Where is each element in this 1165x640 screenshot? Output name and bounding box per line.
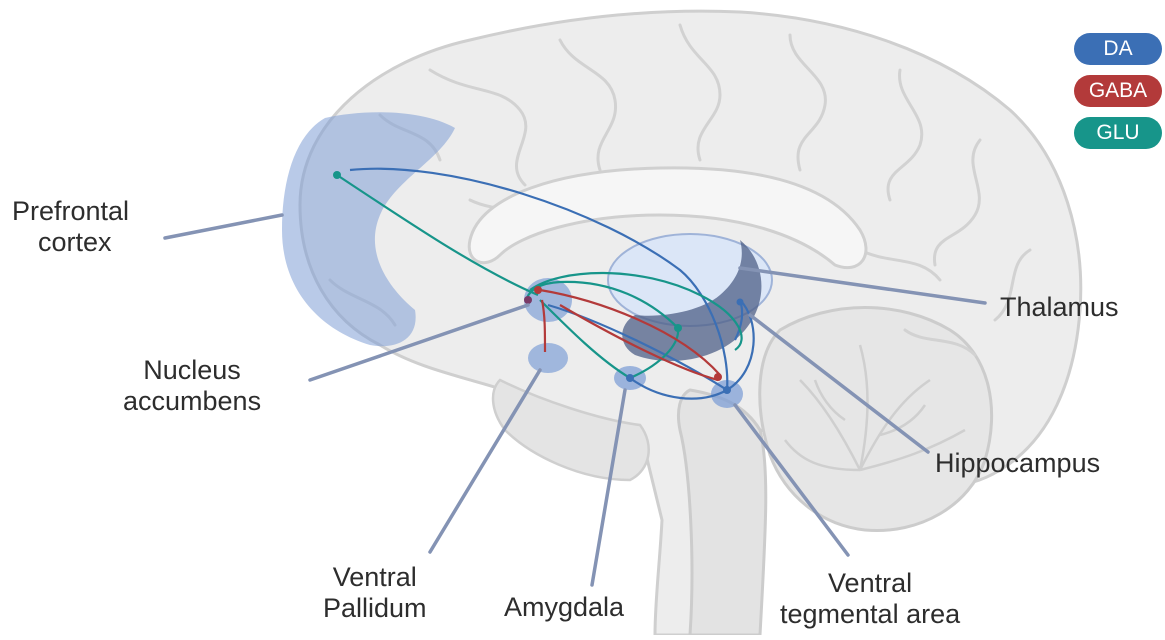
label-hippocampus-line-1: Hippocampus [935, 448, 1100, 479]
label-prefrontal-cortex: Prefrontal cortex [12, 196, 129, 258]
label-vta-line-1: Ventral [780, 568, 960, 599]
leader-prefrontal-cortex [165, 215, 282, 238]
label-amygdala: Amygdala [504, 592, 624, 623]
label-prefrontal-cortex-line-2: cortex [12, 227, 129, 258]
label-nucleus-accumbens-line-2: accumbens [123, 386, 261, 417]
label-ventral-pallidum-line-2: Pallidum [323, 593, 427, 624]
label-nucleus-accumbens-line-1: Nucleus [123, 355, 261, 386]
node-hip [674, 324, 682, 332]
legend-da: DA [1074, 33, 1162, 65]
cerebellum [760, 308, 992, 531]
leader-ventral-pallidum [430, 370, 540, 552]
node-amy [626, 374, 634, 382]
label-thalamus: Thalamus [1000, 292, 1119, 323]
node-vta [714, 373, 722, 381]
label-thalamus-line-1: Thalamus [1000, 292, 1119, 323]
node-nac [534, 286, 542, 294]
legend-gaba: GABA [1074, 75, 1162, 107]
label-hippocampus: Hippocampus [935, 448, 1100, 479]
ventral-pallidum-region [528, 343, 568, 373]
label-ventral-tegmental-area: Ventral tegmental area [780, 568, 960, 630]
node-nac-2 [524, 296, 532, 304]
node-pfc [333, 171, 341, 179]
label-amygdala-line-1: Amygdala [504, 592, 624, 623]
label-ventral-pallidum-line-1: Ventral [323, 562, 427, 593]
label-ventral-pallidum: Ventral Pallidum [323, 562, 427, 624]
label-prefrontal-cortex-line-1: Prefrontal [12, 196, 129, 227]
label-nucleus-accumbens: Nucleus accumbens [123, 355, 261, 417]
node-vta-2 [723, 386, 731, 394]
label-vta-line-2: tegmental area [780, 599, 960, 630]
node-thal [737, 299, 744, 306]
legend-glu: GLU [1074, 117, 1162, 149]
